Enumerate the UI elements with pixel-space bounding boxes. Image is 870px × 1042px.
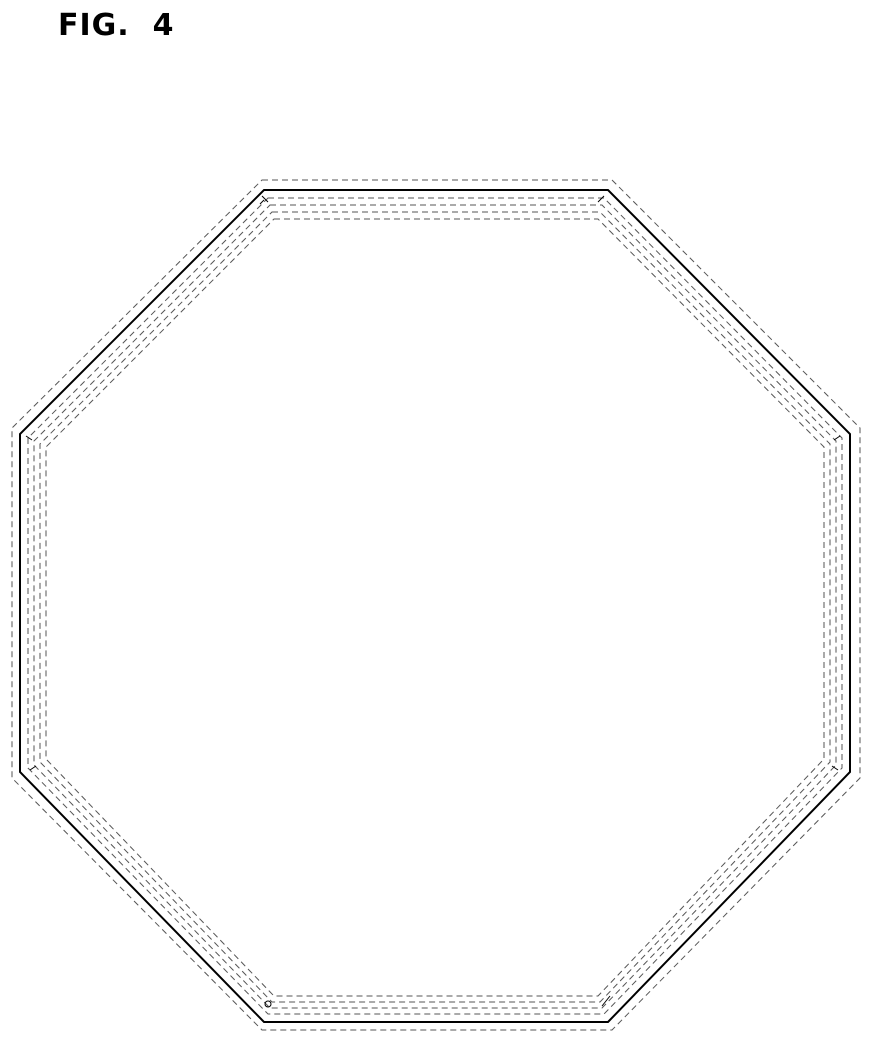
inner-dashed-outline-1: [28, 198, 842, 1014]
corner-mark-right-top: [834, 436, 840, 440]
main-solid-outline: [20, 190, 850, 1022]
corner-mark-left-bottom: [30, 766, 36, 770]
corner-mark-top-left: [260, 196, 268, 204]
inner-dashed-outline-2: [34, 205, 836, 1008]
outer-dashed-outline: [12, 180, 860, 1030]
inner-dashed-outline-4: [46, 219, 824, 996]
corner-mark-left-top: [26, 436, 32, 440]
inner-dashed-outline-3: [40, 212, 830, 1002]
corner-mark-top-right: [598, 196, 604, 202]
